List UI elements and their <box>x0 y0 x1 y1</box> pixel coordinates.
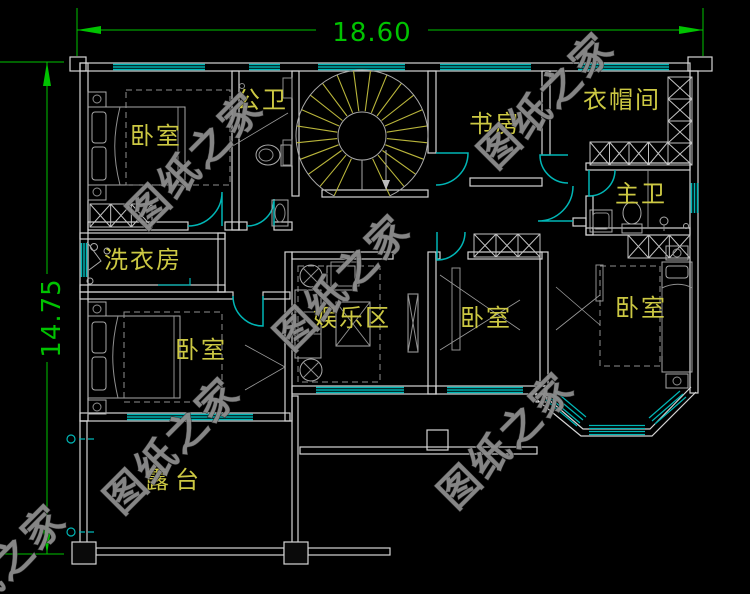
room-label-bedroom-sw: 卧室 <box>175 336 227 364</box>
door-laundry-fold <box>86 241 111 285</box>
wardrobe-bedroom-nw <box>89 203 153 228</box>
door-master-bath <box>588 169 616 197</box>
door-cloakroom <box>539 154 569 184</box>
tv-cabinet <box>407 293 419 353</box>
doors-layer <box>86 152 616 327</box>
dimension-top: 18.60 <box>76 8 704 56</box>
public-bath-fixtures <box>239 77 293 227</box>
window-top-bedroom-nw <box>113 63 205 71</box>
bay-window-glazing <box>545 390 687 436</box>
door-bedroom-center <box>436 231 466 261</box>
spiral-staircase <box>295 69 429 197</box>
bed-sw <box>87 301 286 415</box>
watermarks-layer: 图纸之家 图纸之家 图纸之家 图纸之家 图纸之家 图纸之家 <box>0 23 624 594</box>
watermark-text: 图纸之家 <box>96 369 250 523</box>
window-top-public-bath <box>249 63 280 71</box>
door-public-bath <box>246 198 275 227</box>
bedroom-center-fixtures <box>439 267 521 351</box>
bed-nw <box>87 89 289 201</box>
room-label-bedroom-center: 卧室 <box>460 304 512 332</box>
window-top-cloakroom <box>578 63 669 71</box>
door-bedroom-sw <box>232 295 264 327</box>
room-label-terrace: 露台 <box>145 466 205 494</box>
master-bath-fixtures <box>589 201 689 234</box>
walls-layer <box>69 56 713 565</box>
stair-direction-arrow <box>382 150 390 190</box>
door-study <box>435 152 469 186</box>
window-right-master-bath <box>690 183 699 213</box>
door-hallway <box>537 185 574 222</box>
room-label-master-bath: 主卫 <box>615 180 667 208</box>
window-top-study <box>440 63 531 71</box>
sofa-set <box>294 261 381 383</box>
dimension-width-label: 18.60 <box>332 18 411 48</box>
wardrobe-cloak-vert <box>667 76 693 166</box>
room-label-cloakroom: 衣帽间 <box>583 86 661 114</box>
room-label-public-bath: 公卫 <box>236 86 288 114</box>
watermark-text: 图纸之家 <box>0 496 76 594</box>
drain-symbols <box>66 278 191 537</box>
room-label-study: 书房 <box>469 110 521 138</box>
door-bedroom-nw <box>187 191 223 227</box>
room-label-bedroom-master: 卧室 <box>615 294 667 322</box>
windows-layer <box>66 63 699 537</box>
room-label-entertainment: 娱乐区 <box>313 304 391 332</box>
wardrobe-cloak-horiz <box>589 141 669 166</box>
wardrobe-hall <box>473 233 541 258</box>
window-top-stairs <box>318 63 405 71</box>
room-labels-layer: 卧室 公卫 书房 衣帽间 主卫 洗衣房 娱乐区 卧室 卧室 卧室 露台 <box>104 86 667 494</box>
dimension-left: 14.75 <box>0 61 67 555</box>
window-bottom-entertainment <box>316 386 404 394</box>
window-laundry-left <box>80 243 88 277</box>
furniture-layer <box>87 77 693 415</box>
dimension-height-label: 14.75 <box>37 278 67 357</box>
stair-treads <box>296 70 428 197</box>
window-bottom-bedroom-center <box>447 386 523 394</box>
bed-master <box>555 245 693 389</box>
room-label-laundry: 洗衣房 <box>104 246 182 274</box>
window-bottom-bedroom-sw <box>127 413 253 421</box>
room-label-bedroom-nw: 卧室 <box>130 122 182 150</box>
